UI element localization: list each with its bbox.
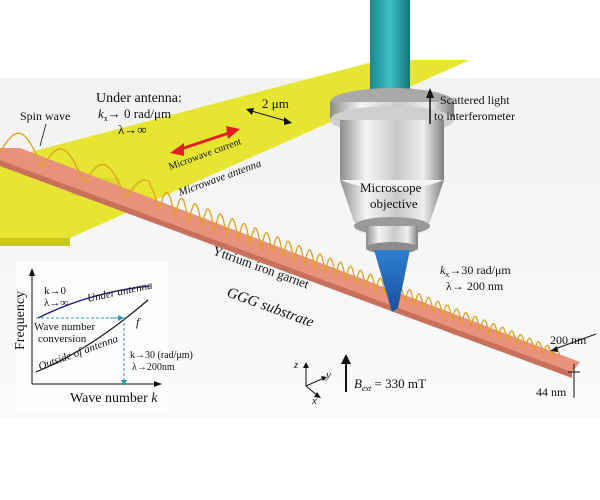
objective-label-1: Microscope bbox=[360, 180, 422, 195]
width-arrow bbox=[246, 108, 292, 125]
field-label: Bext = 330 mT bbox=[354, 376, 426, 393]
outside-antenna-curve bbox=[35, 299, 149, 373]
laser-beam bbox=[374, 250, 410, 312]
inset-conversion-2: conversion bbox=[38, 333, 87, 345]
inset-f-label: f bbox=[136, 315, 141, 329]
strip-width-arrow bbox=[550, 333, 597, 352]
axis-z-label: z bbox=[293, 359, 299, 371]
under-antenna-lambda: λ→∞ bbox=[118, 122, 147, 137]
yig-strip bbox=[0, 148, 580, 372]
inset-k30: k→30 (rad/μm) bbox=[130, 350, 193, 361]
inset-lambda-inf: λ→∞ bbox=[44, 297, 68, 309]
thickness-marker bbox=[568, 364, 580, 398]
dispersion-inset bbox=[16, 262, 168, 412]
spin-wave-pointer bbox=[39, 123, 47, 147]
out-lambda-label: λ→ 200 nm bbox=[446, 279, 504, 293]
microscope-objective bbox=[330, 0, 454, 254]
under-antenna-curve bbox=[37, 285, 151, 319]
strip-width-label: 200 nm bbox=[550, 333, 587, 347]
inset-ylabel: Frequency bbox=[13, 291, 28, 350]
under-antenna-title: Under antenna: bbox=[96, 91, 182, 106]
inset-xlabel: Wave number k bbox=[70, 391, 158, 406]
scattered-light-label-2: to interferometer bbox=[434, 109, 515, 123]
thickness-label: 44 nm bbox=[536, 385, 567, 399]
width-label: 2 μm bbox=[262, 96, 289, 111]
spin-wave-label: Spin wave bbox=[20, 109, 70, 123]
spin-wave-curve bbox=[0, 132, 561, 357]
field-arrow bbox=[341, 354, 351, 392]
yig-strip-side bbox=[0, 160, 572, 378]
axis-y-label: y bbox=[325, 369, 331, 381]
inset-conversion-1: Wave number bbox=[34, 321, 95, 333]
inset-lambda200: λ→200nm bbox=[132, 362, 175, 373]
objective-label-2: objective bbox=[370, 196, 418, 211]
coordinate-axes bbox=[303, 362, 327, 398]
scattered-light-label-1: Scattered light bbox=[440, 93, 510, 107]
scattered-light-arrow bbox=[426, 88, 434, 124]
microwave-current-arrow bbox=[170, 126, 240, 156]
inset-k0: k→0 bbox=[44, 285, 67, 297]
under-antenna-k: kx→ 0 rad/μm bbox=[98, 106, 171, 123]
out-k-label: kx→30 rad/μm bbox=[440, 263, 511, 279]
axis-x-label: x bbox=[311, 395, 317, 407]
antenna-side bbox=[0, 238, 70, 246]
